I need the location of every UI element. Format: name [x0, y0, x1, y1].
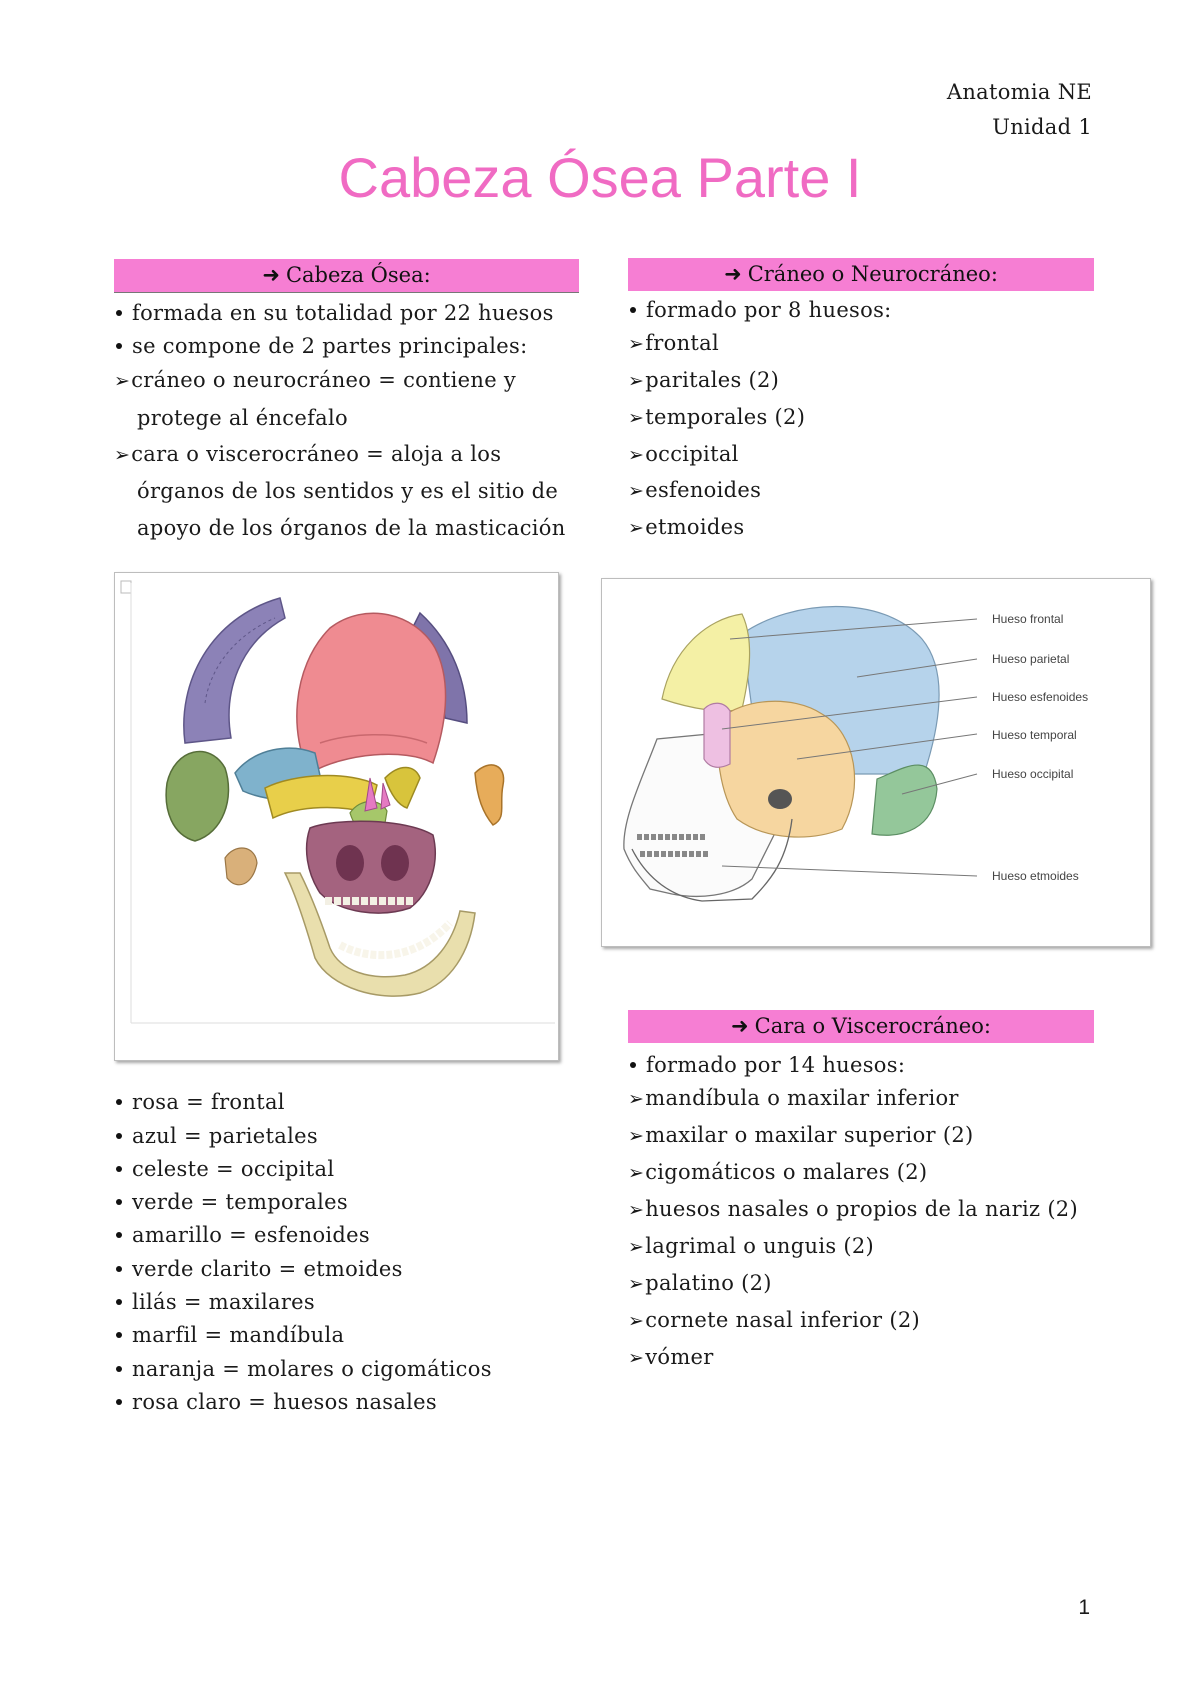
chevron-bullet-icon: ➢	[628, 1162, 645, 1184]
legend-item: rosa claro = huesos nasales	[114, 1390, 437, 1414]
bullet-icon	[116, 1199, 122, 1205]
legend-item: marfil = mandíbula	[114, 1323, 344, 1347]
legend-item: naranja = molares o cigomáticos	[114, 1357, 492, 1381]
legend-item: celeste = occipital	[114, 1157, 334, 1181]
label-esfenoides: Hueso esfenoides	[992, 690, 1088, 704]
legend-item: verde = temporales	[114, 1190, 348, 1214]
chevron-bullet-icon: ➢	[628, 1088, 645, 1110]
page-title: Cabeza Ósea Parte I	[338, 146, 862, 209]
chevron-bullet-icon: ➢	[628, 1236, 645, 1258]
chevron-bullet-icon: ➢	[628, 333, 645, 355]
chevron-bullet-icon: ➢	[628, 444, 645, 466]
list-item: formado por 14 huesos:	[628, 1053, 905, 1077]
list-item: ➢temporales (2)	[628, 405, 806, 429]
list-item: ➢occipital	[628, 442, 739, 466]
bullet-icon	[116, 343, 122, 349]
chevron-bullet-icon: ➢	[628, 1125, 645, 1147]
list-item: se compone de 2 partes principales:	[114, 334, 527, 358]
list-item: ➢maxilar o maxilar superior (2)	[628, 1123, 974, 1147]
section-heading-label: Cráneo o Neurocráneo:	[747, 262, 998, 286]
exploded-skull-figure	[114, 572, 559, 1061]
chevron-bullet-icon: ➢	[628, 1347, 645, 1369]
unit-label: Unidad 1	[992, 115, 1092, 139]
chevron-bullet-icon: ➢	[628, 1310, 645, 1332]
chevron-bullet-icon: ➢	[628, 1199, 645, 1221]
section-heading-cabeza: ➜Cabeza Ósea:	[114, 259, 579, 293]
bullet-icon	[630, 1062, 636, 1068]
right-arrow-icon: ➜	[731, 1014, 749, 1038]
bullet-icon	[116, 1099, 122, 1105]
list-item: ➢vómer	[628, 1345, 714, 1369]
sub-item-cara-cont: apoyo de los órganos de la masticación	[137, 516, 566, 540]
chevron-bullet-icon: ➢	[628, 1273, 645, 1295]
sub-item-cara: ➢cara o viscerocráneo = aloja a los	[114, 442, 502, 466]
bullet-icon	[630, 307, 636, 313]
bullet-icon	[116, 1166, 122, 1172]
sub-item-craneo: ➢cráneo o neurocráneo = contiene y	[114, 368, 517, 392]
list-item: ➢paritales (2)	[628, 368, 780, 392]
bullet-icon	[116, 1366, 122, 1372]
legend-item: verde clarito = etmoides	[114, 1257, 403, 1281]
legend-item: azul = parietales	[114, 1124, 318, 1148]
section-heading-label: Cabeza Ósea:	[285, 263, 431, 287]
bullet-icon	[116, 1266, 122, 1272]
legend-item: lilás = maxilares	[114, 1290, 315, 1314]
legend-item: amarillo = esfenoides	[114, 1223, 370, 1247]
bullet-icon	[116, 1133, 122, 1139]
bullet-icon	[116, 1232, 122, 1238]
list-item: formado por 8 huesos:	[628, 298, 892, 322]
right-arrow-icon: ➜	[724, 262, 742, 286]
section-heading-label: Cara o Viscerocráneo:	[754, 1014, 991, 1038]
label-frontal: Hueso frontal	[992, 612, 1063, 626]
chevron-bullet-icon: ➢	[628, 407, 645, 429]
sub-item-cara-cont: órganos de los sentidos y es el sitio de	[137, 479, 559, 503]
label-etmoides: Hueso etmoides	[992, 869, 1079, 883]
list-item: ➢cornete nasal inferior (2)	[628, 1308, 921, 1332]
legend-item: rosa = frontal	[114, 1090, 285, 1114]
list-item: ➢palatino (2)	[628, 1271, 772, 1295]
bullet-icon	[116, 310, 122, 316]
chevron-bullet-icon: ➢	[114, 444, 131, 466]
list-item: ➢cigomáticos o malares (2)	[628, 1160, 928, 1184]
chevron-bullet-icon: ➢	[628, 480, 645, 502]
chevron-bullet-icon: ➢	[628, 517, 645, 539]
list-item: formada en su totalidad por 22 huesos	[114, 301, 554, 325]
label-parietal: Hueso parietal	[992, 652, 1069, 666]
course-name: Anatomia NE	[946, 80, 1092, 104]
bullet-icon	[116, 1299, 122, 1305]
section-heading-craneo: ➜Cráneo o Neurocráneo:	[628, 258, 1094, 291]
list-item: ➢lagrimal o unguis (2)	[628, 1234, 875, 1258]
list-item: ➢huesos nasales o propios de la nariz (2…	[628, 1197, 1078, 1221]
list-item: ➢esfenoides	[628, 478, 762, 502]
list-item: ➢frontal	[628, 331, 719, 355]
right-arrow-icon: ➜	[262, 263, 280, 287]
chevron-bullet-icon: ➢	[628, 370, 645, 392]
lateral-skull-figure: Hueso frontal Hueso parietal Hueso esfen…	[601, 578, 1151, 947]
chevron-bullet-icon: ➢	[114, 370, 131, 392]
list-item: ➢etmoides	[628, 515, 745, 539]
label-occipital: Hueso occipital	[992, 767, 1073, 781]
page-number: 1	[1078, 1596, 1090, 1619]
label-temporal: Hueso temporal	[992, 728, 1077, 742]
list-item: ➢mandíbula o maxilar inferior	[628, 1086, 959, 1110]
section-heading-cara: ➜Cara o Viscerocráneo:	[628, 1010, 1094, 1043]
lateral-skull-diagram: Hueso frontal Hueso parietal Hueso esfen…	[602, 579, 1150, 946]
exploded-skull-illustration	[115, 573, 558, 1060]
bullet-icon	[116, 1332, 122, 1338]
bullet-icon	[116, 1399, 122, 1405]
sub-item-craneo-cont: protege al éncefalo	[137, 406, 348, 430]
